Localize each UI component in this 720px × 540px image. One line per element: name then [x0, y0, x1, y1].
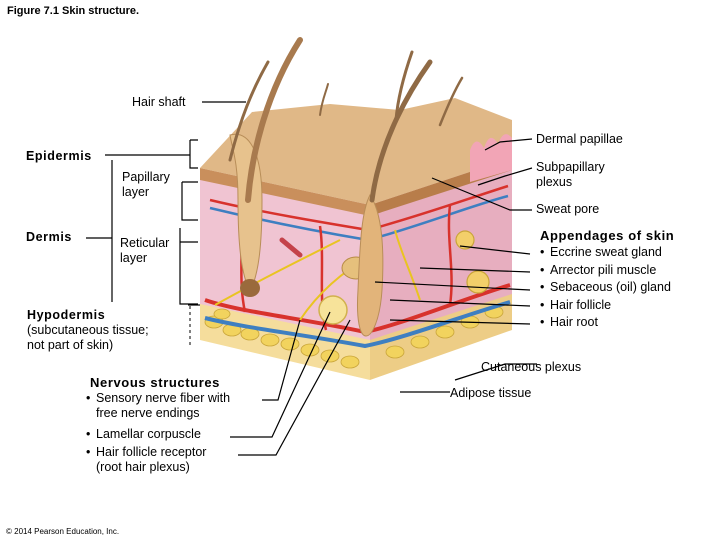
appendages-heading: Appendages of skin	[540, 228, 675, 243]
appendage-hair-follicle: Hair follicle	[540, 297, 674, 315]
nervous-hair-follicle-receptor: Hair follicle receptor (root hair plexus…	[86, 445, 230, 475]
label-subpapillary-plexus: Subpapillary plexus	[536, 160, 605, 189]
second-follicle	[357, 194, 384, 337]
label-papillary-layer: Papillary layer	[122, 170, 170, 199]
dermal-papillae	[470, 134, 512, 182]
hair-shaft-6	[319, 83, 329, 116]
nervous-heading: Nervous structures	[90, 375, 221, 390]
label-adipose-tissue: Adipose tissue	[450, 386, 532, 400]
hair-shaft-2	[228, 60, 270, 162]
appendage-sebaceous-gland: Sebaceous (oil) gland	[540, 279, 674, 297]
hair-shaft-main	[245, 37, 303, 203]
vein-vessel	[204, 300, 511, 349]
eccrine-sweat-gland	[455, 230, 475, 250]
leader-lines	[86, 101, 537, 456]
appendages-list: Eccrine sweat gland Arrector pili muscle…	[540, 244, 674, 332]
lamellar-corpuscle	[318, 295, 348, 325]
hair-bulb	[240, 279, 260, 297]
label-reticular-layer: Reticular layer	[120, 236, 170, 265]
appendages-group: Appendages of skin Eccrine sweat gland A…	[540, 228, 674, 332]
label-dermal-papillae: Dermal papillae	[536, 132, 623, 146]
label-sweat-pore: Sweat pore	[536, 202, 600, 216]
hypodermis-heading: Hypodermis	[27, 308, 106, 322]
nervous-lamellar-corpuscle: Lamellar corpuscle	[86, 427, 230, 442]
label-cutaneous-plexus: Cutaneous plexus	[481, 360, 582, 374]
label-hair-shaft: Hair shaft	[132, 95, 186, 109]
figure-title: Figure 7.1 Skin structure.	[7, 5, 140, 17]
hair-shaft-4	[394, 50, 414, 122]
copyright: © 2014 Pearson Education, Inc.	[6, 527, 120, 536]
arrector-pili-muscle	[279, 237, 303, 258]
appendage-eccrine-sweat-gland: Eccrine sweat gland	[540, 244, 674, 262]
label-epidermis: Epidermis	[26, 149, 92, 163]
nervous-list: Sensory nerve fiber with free nerve endi…	[86, 391, 230, 475]
label-hypodermis: Hypodermis (subcutaneous tissue; not par…	[27, 308, 149, 352]
nervous-group: Nervous structures Sensory nerve fiber w…	[86, 375, 230, 475]
hair-shaft-5	[438, 76, 464, 127]
label-dermis: Dermis	[26, 230, 72, 244]
appendage-hair-root: Hair root	[540, 314, 674, 332]
appendage-arrector-pili-muscle: Arrector pili muscle	[540, 262, 674, 280]
nervous-sensory-nerve-fiber: Sensory nerve fiber with free nerve endi…	[86, 391, 230, 421]
sweat-gland-2	[466, 270, 490, 294]
